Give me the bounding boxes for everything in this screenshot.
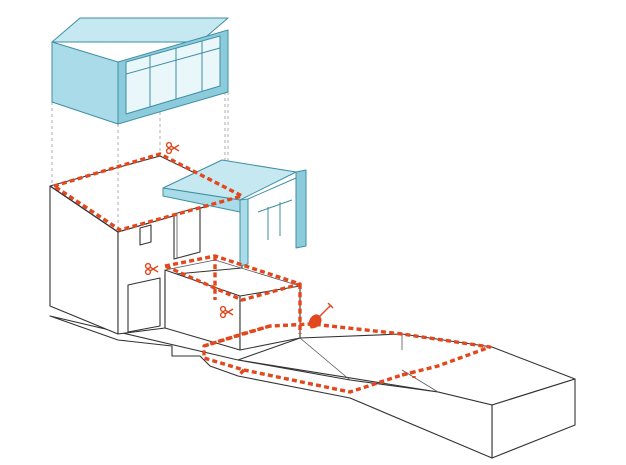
cut-ground-edge <box>203 324 271 348</box>
canopy-post-right <box>295 169 307 249</box>
scissors-icon <box>219 305 234 319</box>
cut-ground-tick <box>236 368 246 378</box>
upper-volume-side <box>51 41 119 125</box>
shovel-icon <box>308 302 334 329</box>
scissors-icon <box>144 262 159 276</box>
cut-ground-outline <box>202 322 492 394</box>
demolition-outlines <box>52 152 492 394</box>
cut-ground-step <box>401 370 416 378</box>
terrain-base <box>49 315 576 459</box>
house-door <box>127 277 161 333</box>
existing-house <box>49 155 243 335</box>
house-window <box>173 206 201 260</box>
new-canopy <box>162 159 307 267</box>
house-small-window <box>139 224 152 246</box>
canopy-post-left <box>239 198 249 267</box>
cut-roof-outline <box>52 152 244 232</box>
upper-volume-top <box>51 17 229 43</box>
new-upper-volume <box>51 17 229 125</box>
scissors-icon <box>165 141 180 155</box>
house-left-wall <box>49 185 119 335</box>
terrain-front-face <box>49 315 493 459</box>
courtyard-side-wall <box>239 285 301 351</box>
